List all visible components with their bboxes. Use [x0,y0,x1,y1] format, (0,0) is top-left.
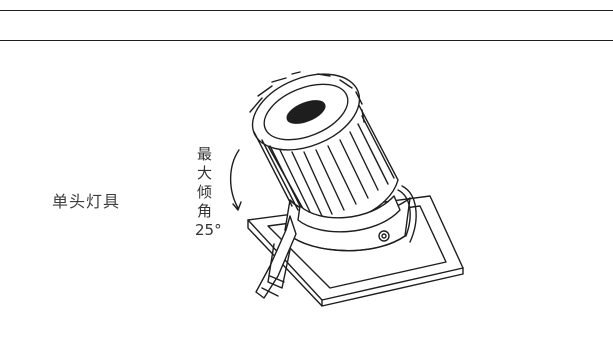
max-tilt-angle-label: 最 大 倾 角 25° [195,145,227,240]
tilt-arrow [229,149,242,211]
tilt-char-4: 角 [197,202,213,220]
tilt-char-3: 倾 [197,183,213,201]
spring-clip [255,215,297,299]
tilt-char-2: 大 [197,164,213,182]
product-type-label: 单头灯具 [52,192,121,211]
tilt-angle-value: 25° [195,221,222,239]
tilt-char-1: 最 [197,145,213,163]
header-bottom-rule [0,40,613,41]
heat-sink [249,71,401,233]
top-rule [0,10,613,11]
